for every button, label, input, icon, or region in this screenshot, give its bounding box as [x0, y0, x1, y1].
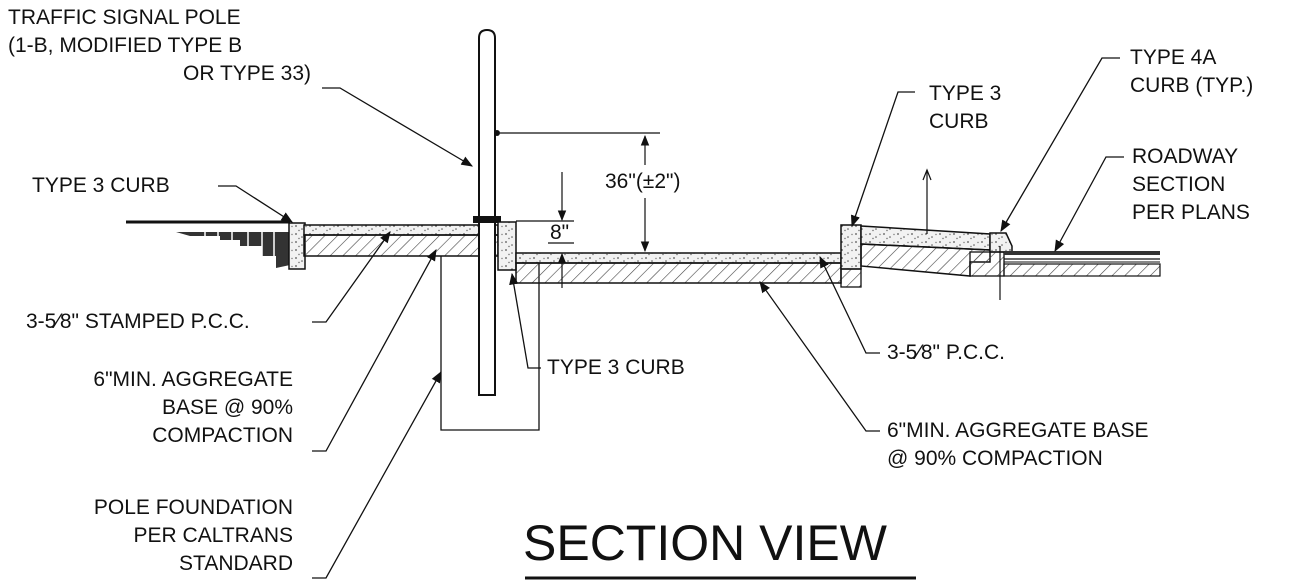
label-pole-line-2: (1-B, MODIFIED TYPE B	[8, 34, 243, 57]
leader-pole	[322, 87, 474, 167]
leader-curb-right	[850, 91, 915, 228]
label-roadway-line-3: PER PLANS	[1132, 201, 1250, 224]
leader-curb-left	[218, 185, 293, 223]
label-curb-right-line-1: TYPE 3	[929, 82, 1002, 105]
label-type-3-curb-middle: TYPE 3 CURB	[547, 356, 685, 379]
label-pcc: 3-5⁄8" P.C.C.	[887, 341, 1005, 364]
label-traffic-signal-pole: TRAFFIC SIGNAL POLE (1-B, MODIFIED TYPE …	[8, 4, 311, 88]
label-agg-right-line-1: 6"MIN. AGGREGATE BASE	[887, 419, 1149, 442]
type-4a-curb	[969, 232, 1013, 300]
label-agg-right-line-2: @ 90% COMPACTION	[887, 447, 1103, 470]
label-stamped-pcc: 3-5⁄8" STAMPED P.C.C.	[26, 310, 250, 333]
sloped-pcc-slab	[860, 168, 991, 277]
stamped-pcc-slab	[303, 224, 499, 236]
leader-foundation	[312, 370, 442, 579]
left-type-3-curb	[288, 222, 306, 270]
lower-pcc-slab	[515, 252, 842, 264]
label-pole-line-1: TRAFFIC SIGNAL POLE	[8, 6, 241, 29]
label-pole-foundation: POLE FOUNDATION PER CALTRANS STANDARD	[40, 494, 293, 578]
label-curb-right-line-2: CURB	[929, 110, 989, 133]
leader-stamped-pcc	[312, 231, 391, 323]
section-view-title: SECTION VIEW	[523, 515, 887, 571]
left-aggregate-base	[303, 234, 499, 257]
roadway-section	[1003, 251, 1161, 277]
leader-curb-4a	[1000, 57, 1120, 233]
label-agg-left-line-3: COMPACTION	[152, 424, 293, 447]
leader-aggregate-left	[312, 248, 437, 452]
dimension-36-inch: 36"(±2")	[500, 132, 680, 253]
label-foundation-line-2: PER CALTRANS	[133, 524, 293, 547]
leader-roadway	[1054, 156, 1124, 253]
label-curb-4a-line-1: TYPE 4A	[1130, 46, 1217, 69]
label-type-4a-curb: TYPE 4A CURB (TYP.)	[1130, 44, 1253, 100]
leader-lines	[218, 57, 1124, 579]
leader-aggregate-right	[759, 281, 880, 432]
traffic-signal-pole	[473, 28, 501, 396]
label-type-3-curb-left: TYPE 3 CURB	[32, 174, 170, 197]
label-curb-4a-line-2: CURB (TYP.)	[1130, 74, 1254, 97]
pole-foundation	[440, 256, 540, 431]
dimension-8-inch: 8"	[516, 172, 574, 288]
label-foundation-line-3: STANDARD	[179, 552, 293, 575]
middle-type-3-curb	[497, 221, 517, 271]
leader-curb-middle	[509, 272, 541, 369]
label-pole-line-3: OR TYPE 33)	[183, 62, 311, 85]
label-roadway-line-2: SECTION	[1132, 173, 1226, 196]
label-roadway-section: ROADWAY SECTION PER PLANS	[1132, 143, 1250, 227]
right-aggregate-base	[515, 262, 842, 284]
label-aggregate-base-right: 6"MIN. AGGREGATE BASE @ 90% COMPACTION	[887, 417, 1148, 473]
leader-pcc	[819, 255, 880, 354]
right-type-3-curb	[840, 224, 862, 288]
existing-ground	[126, 220, 290, 268]
label-agg-left-line-2: BASE @ 90%	[161, 396, 293, 419]
dimension-8-label: 8"	[550, 221, 569, 244]
label-type-3-curb-right: TYPE 3 CURB	[929, 80, 1001, 136]
label-roadway-line-1: ROADWAY	[1132, 145, 1239, 168]
label-agg-left-line-1: 6"MIN. AGGREGATE	[93, 368, 293, 391]
dimension-36-label: 36"(±2")	[605, 170, 680, 193]
label-aggregate-base-left: 6"MIN. AGGREGATE BASE @ 90% COMPACTION	[40, 366, 293, 450]
label-foundation-line-1: POLE FOUNDATION	[93, 496, 293, 519]
